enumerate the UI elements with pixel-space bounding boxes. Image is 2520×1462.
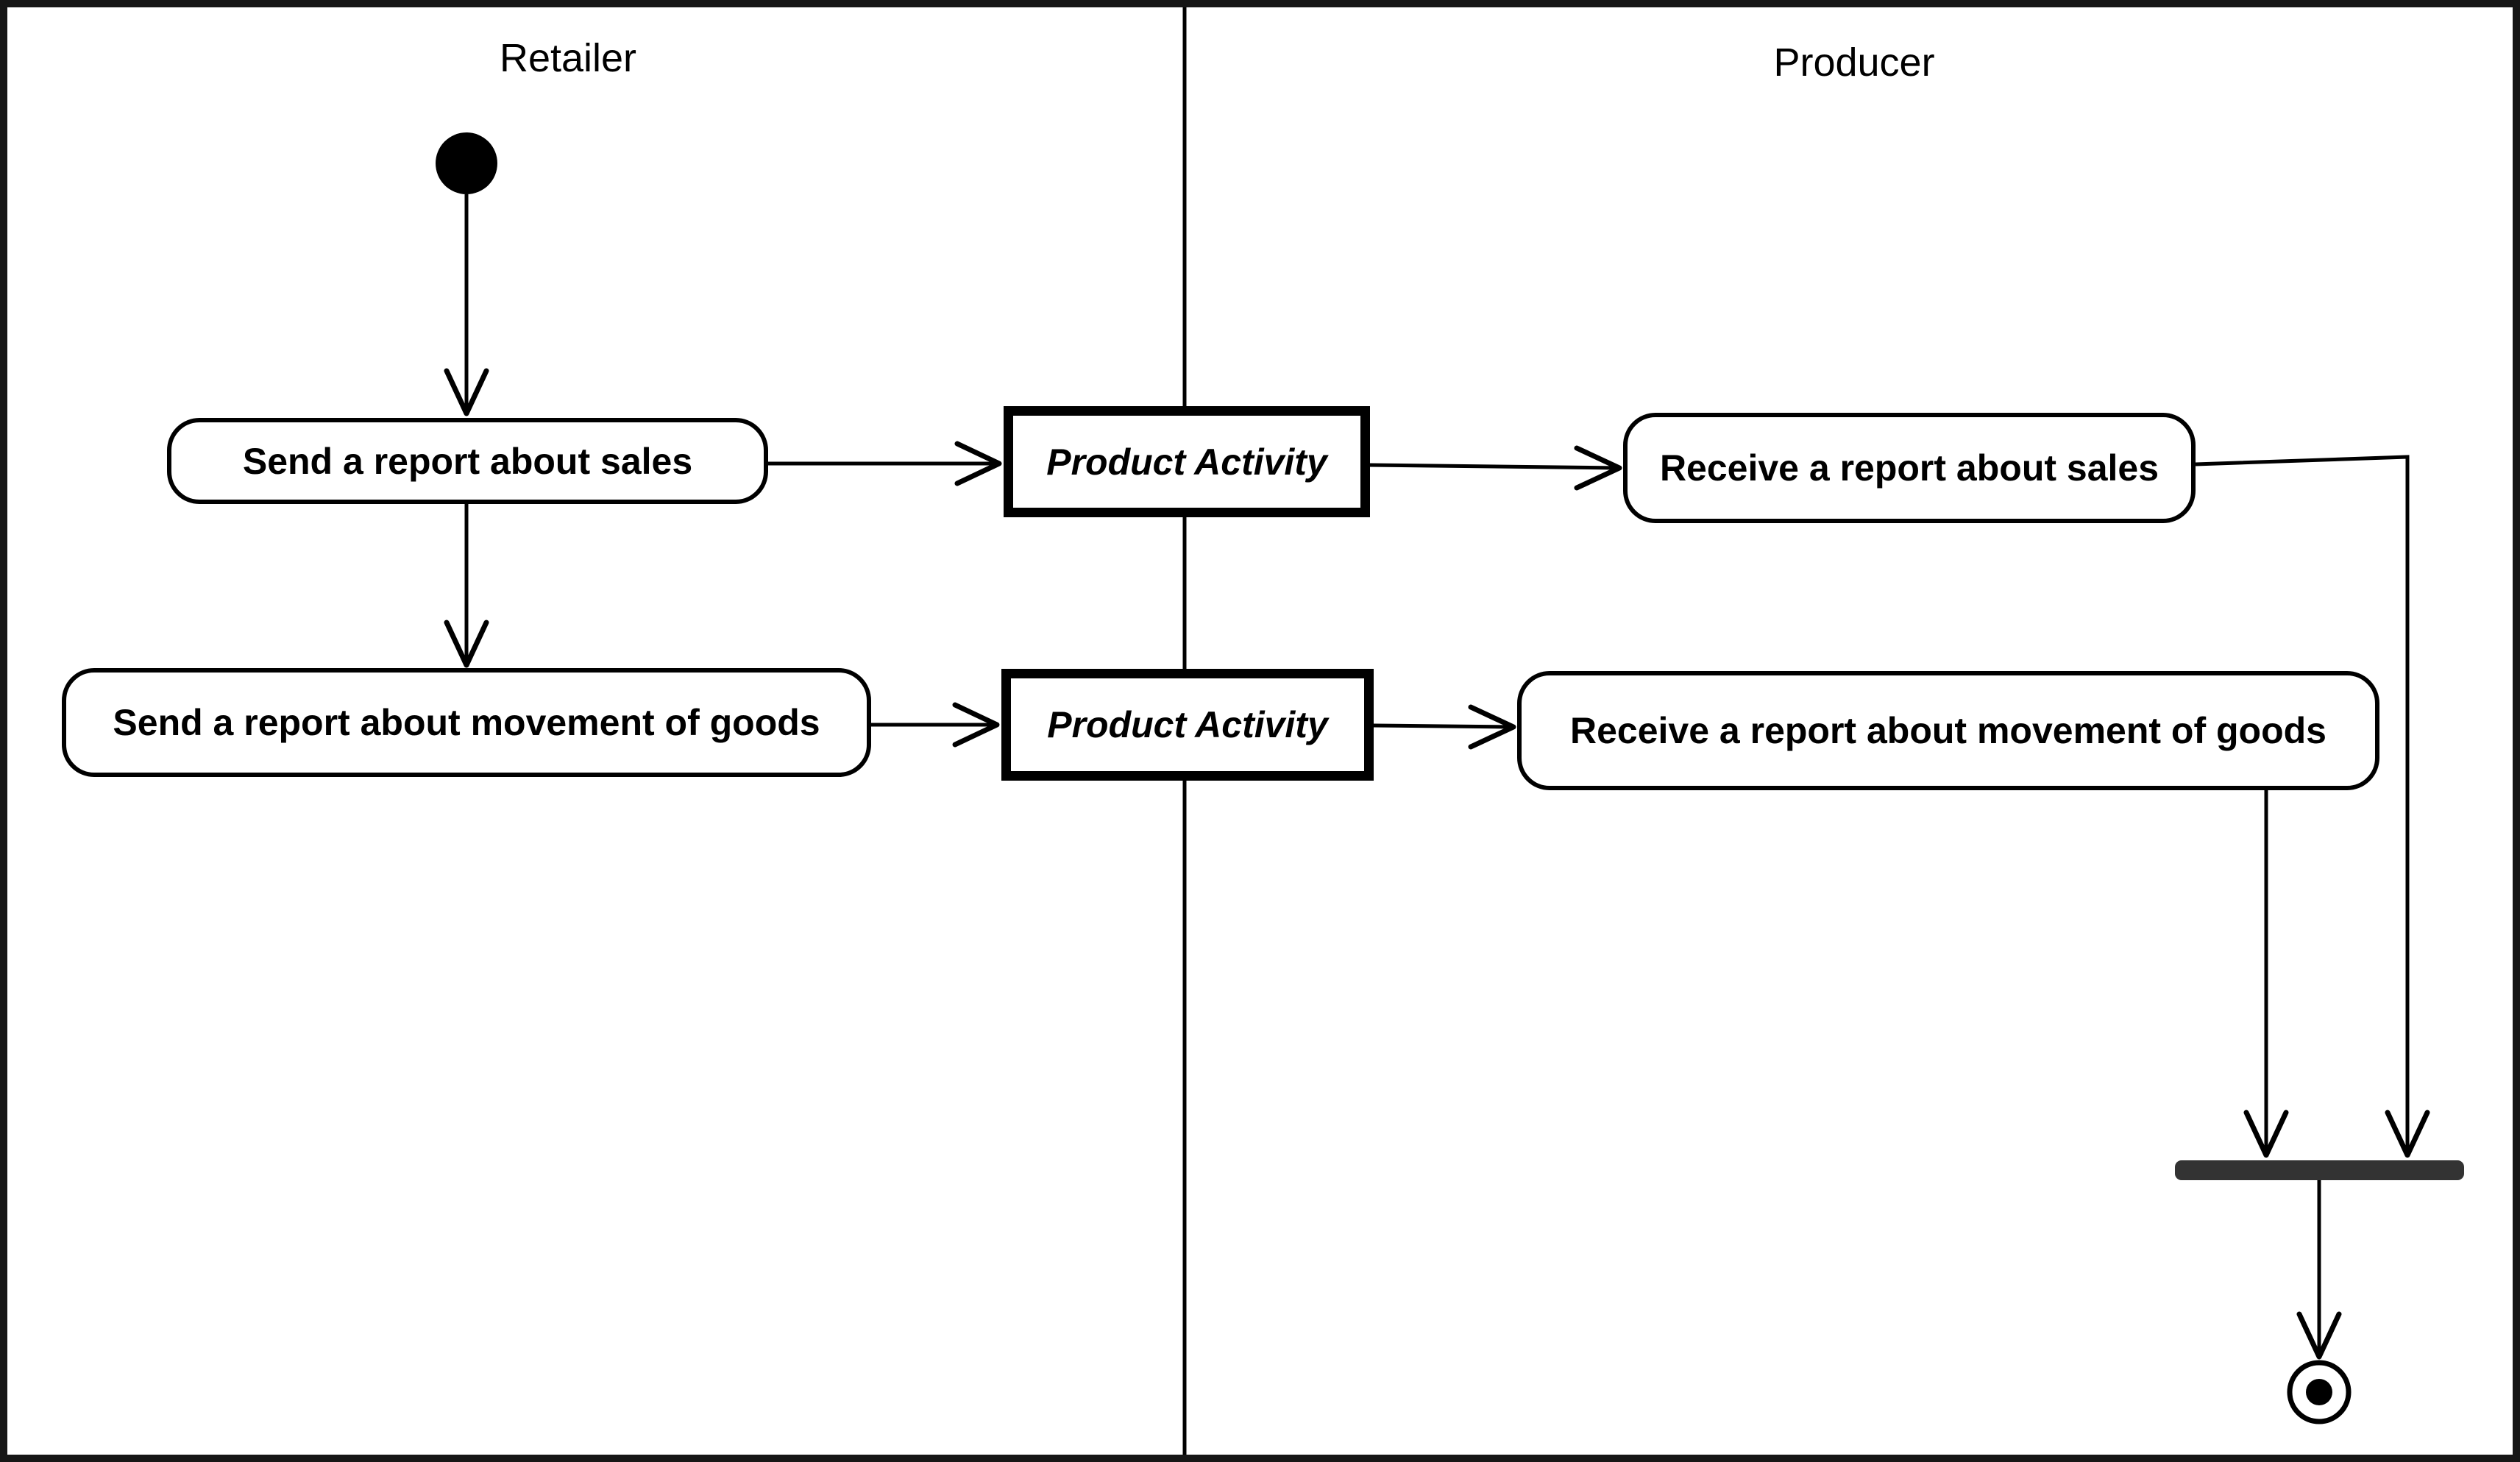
join-bar-icon bbox=[2175, 1160, 2464, 1180]
edge-send-sales-to-send-goods bbox=[444, 504, 489, 668]
final-node-icon bbox=[2287, 1360, 2352, 1424]
action-product-activity-2: Product Activity bbox=[1001, 669, 1374, 781]
edge-receive-sales-to-join bbox=[2195, 455, 2430, 1158]
edge-join-to-final bbox=[2296, 1180, 2342, 1360]
edge-receive-goods-to-join bbox=[2243, 790, 2289, 1158]
edge-product-activity-2-to-receive-goods bbox=[1373, 704, 1516, 750]
action-receive-goods: Receive a report about movement of goods bbox=[1517, 671, 2379, 790]
action-send-goods: Send a report about movement of goods bbox=[62, 668, 871, 777]
initial-node-icon bbox=[436, 132, 497, 194]
edge-send-goods-to-product-activity-2 bbox=[871, 702, 1000, 748]
edge-send-sales-to-product-activity-1 bbox=[768, 441, 1002, 486]
lane-title-retailer: Retailer bbox=[499, 36, 637, 80]
action-receive-sales: Receive a report about sales bbox=[1623, 413, 2196, 523]
lane-title-producer: Producer bbox=[1773, 40, 1935, 85]
action-product-activity-1: Product Activity bbox=[1004, 406, 1370, 517]
edge-initial-to-send-sales bbox=[444, 194, 489, 416]
edge-product-activity-1-to-receive-sales bbox=[1369, 445, 1622, 491]
action-send-sales: Send a report about sales bbox=[167, 418, 768, 504]
